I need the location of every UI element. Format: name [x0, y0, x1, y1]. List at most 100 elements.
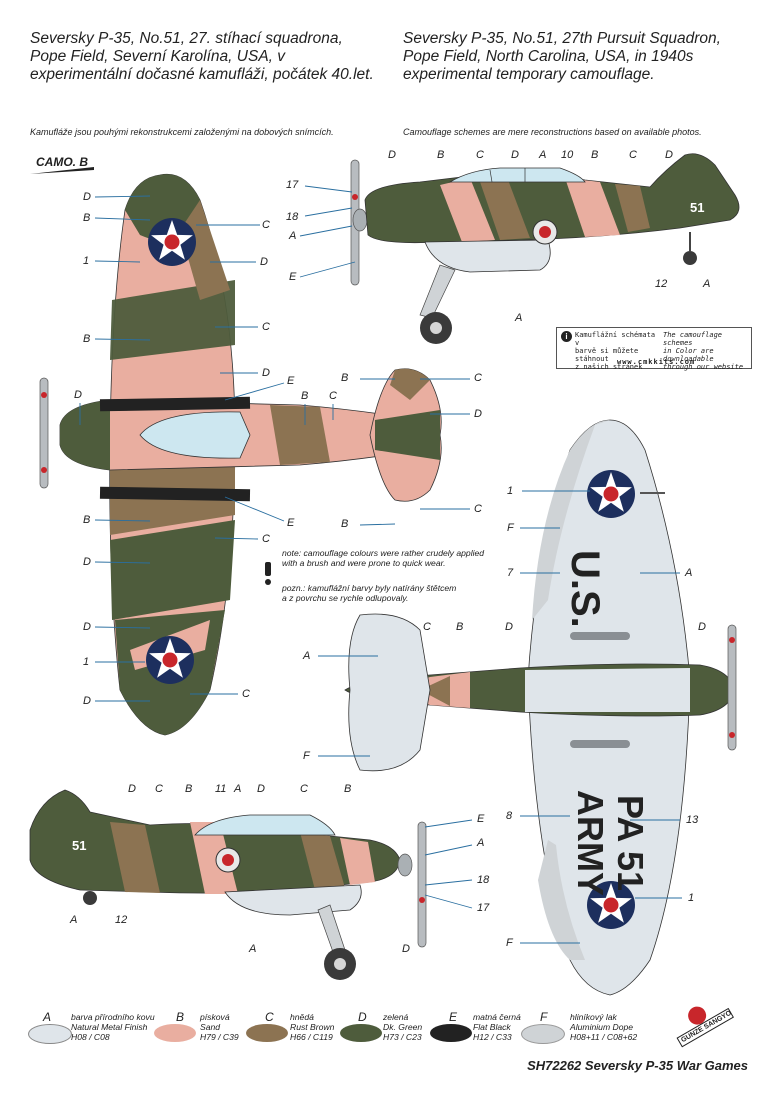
- callout-under-f1: F: [507, 522, 514, 534]
- callout-top-a4: A: [515, 312, 523, 324]
- callout-bot-d1: D: [128, 783, 136, 795]
- cz-subtitle: Kamufláže jsou pouhými rekonstrukcemi za…: [30, 127, 334, 137]
- note-en: note: camouflage colours were rather cru…: [282, 548, 485, 568]
- gunze-sangyo-logo: GUNZE SANGYO: [668, 992, 737, 1051]
- en-title: Seversky P-35, No.51, 27th Pursuit Squad…: [403, 30, 763, 84]
- callout-under-a2: A: [303, 650, 311, 662]
- en-title-line3: experimental temporary camouflage.: [403, 66, 655, 83]
- callout-under-7: 7: [507, 567, 514, 579]
- legend-letter-f: F: [540, 1010, 548, 1024]
- legend-letter-b: B: [176, 1010, 185, 1024]
- callout-plan-b5: B: [341, 518, 349, 530]
- bottom-planform: U.S. ARMY PA 51: [344, 419, 737, 996]
- legend-letter-a: A: [43, 1010, 52, 1024]
- legend-letter-e: E: [449, 1010, 458, 1024]
- info-cz-line3: z našich stránek: [575, 363, 643, 371]
- info-url[interactable]: www.cmkkits.com: [617, 358, 696, 366]
- aircraft-drawings: 51: [29, 153, 740, 996]
- callout-under-d2: D: [698, 621, 706, 633]
- callout-plan-b2: B: [83, 333, 91, 345]
- callout-bot-b2: B: [344, 783, 352, 795]
- callout-plan-d5: D: [474, 408, 482, 420]
- legend-swatch-c: [246, 1024, 288, 1042]
- callout-plan-d4: D: [74, 389, 82, 401]
- callout-under-8: 8: [506, 810, 513, 822]
- callout-top-a: A: [289, 230, 297, 242]
- callout-bot-a3: A: [70, 914, 78, 926]
- callout-top-c2: C: [629, 149, 637, 161]
- us-wing-text: U.S.: [563, 550, 607, 628]
- callout-top-a3: A: [703, 278, 711, 290]
- callout-under-d1: D: [505, 621, 513, 633]
- info-en-line1: The camouflage schemes: [663, 331, 723, 347]
- callout-top-b2: B: [591, 149, 599, 161]
- callout-bot-18: 18: [477, 874, 490, 886]
- exclamation-icon: [264, 562, 272, 586]
- en-title-line1: Seversky P-35, No.51, 27th Pursuit Squad…: [403, 30, 721, 47]
- info-cz-line2: barvě si můžete stáhnout: [575, 347, 639, 363]
- callout-top-e: E: [289, 271, 297, 283]
- cz-title-line3: experimentální dočasné kamufláži, počáte…: [30, 66, 374, 83]
- callout-plan-c4: C: [474, 372, 482, 384]
- callout-plan-d6: D: [83, 556, 91, 568]
- callout-plan-e1: E: [287, 375, 295, 387]
- info-en-line3: through our website: [663, 363, 744, 371]
- legend-swatch-b: [154, 1024, 196, 1042]
- legend-swatch-a: [28, 1024, 72, 1044]
- callout-plan-d2: D: [260, 256, 268, 268]
- bottom-tail-number: 51: [72, 838, 86, 853]
- cz-title-line2: Pope Field, Severní Karolína, USA, v: [30, 48, 286, 65]
- camo-underline-wedge: [30, 167, 94, 174]
- callout-bot-17: 17: [477, 902, 490, 914]
- callout-under-a1: A: [685, 567, 693, 579]
- callout-top-c1: C: [476, 149, 484, 161]
- callout-plan-b3: B: [301, 390, 309, 402]
- callout-under-b: B: [456, 621, 464, 633]
- top-side-profile: 51: [350, 153, 740, 344]
- footer-product-title: SH72262 Seversky P-35 War Games: [527, 1058, 748, 1073]
- info-box: i Kamuflážní schémata v barvě si můžete …: [556, 327, 752, 371]
- callout-plan-b4: B: [341, 372, 349, 384]
- callout-bot-c1: C: [155, 783, 163, 795]
- callout-under-c: C: [423, 621, 431, 633]
- callout-bot-c2: C: [300, 783, 308, 795]
- callout-plan-c3: C: [329, 390, 337, 402]
- callout-top-12: 12: [655, 278, 668, 290]
- callout-under-f2: F: [303, 750, 310, 762]
- callout-plan-d7: D: [83, 695, 91, 707]
- callout-top-18: 18: [286, 211, 299, 223]
- cz-title: Seversky P-35, No.51, 27. stíhací squadr…: [30, 30, 390, 84]
- en-subtitle: Camouflage schemes are mere reconstructi…: [403, 127, 702, 137]
- callout-bot-12: 12: [115, 914, 128, 926]
- callout-plan-b7: C: [242, 688, 250, 700]
- callout-under-1a: 1: [507, 485, 514, 497]
- callout-top-b1: B: [437, 149, 445, 161]
- callout-top-17: 17: [286, 179, 299, 191]
- callout-top-d1: D: [388, 149, 396, 161]
- info-icon: i: [561, 331, 572, 342]
- callout-bot-d3: D: [402, 943, 410, 955]
- callout-plan-c2: C: [262, 321, 270, 333]
- callout-top-a2: A: [539, 149, 547, 161]
- top-tail-number: 51: [690, 200, 704, 215]
- top-planform: [39, 173, 442, 736]
- callout-plan-1: 1: [83, 255, 90, 267]
- callout-plan-c6: C: [262, 533, 270, 545]
- bottom-side-profile: 51: [29, 789, 427, 980]
- legend-letter-d: D: [358, 1010, 367, 1024]
- callout-plan-d3: D: [262, 367, 270, 379]
- cz-title-line1: Seversky P-35, No.51, 27. stíhací squadr…: [30, 30, 343, 47]
- legend-swatch-e: [430, 1024, 472, 1042]
- callout-plan-c5: C: [474, 503, 482, 515]
- callout-plan-b1: B: [83, 212, 91, 224]
- info-cz-line1: Kamuflážní schémata v: [575, 331, 656, 347]
- callout-top-d2: D: [511, 149, 519, 161]
- camo-label: CAMO. B: [36, 155, 88, 169]
- callout-plan-c7: D: [83, 621, 91, 633]
- legend-letter-c: C: [265, 1010, 274, 1024]
